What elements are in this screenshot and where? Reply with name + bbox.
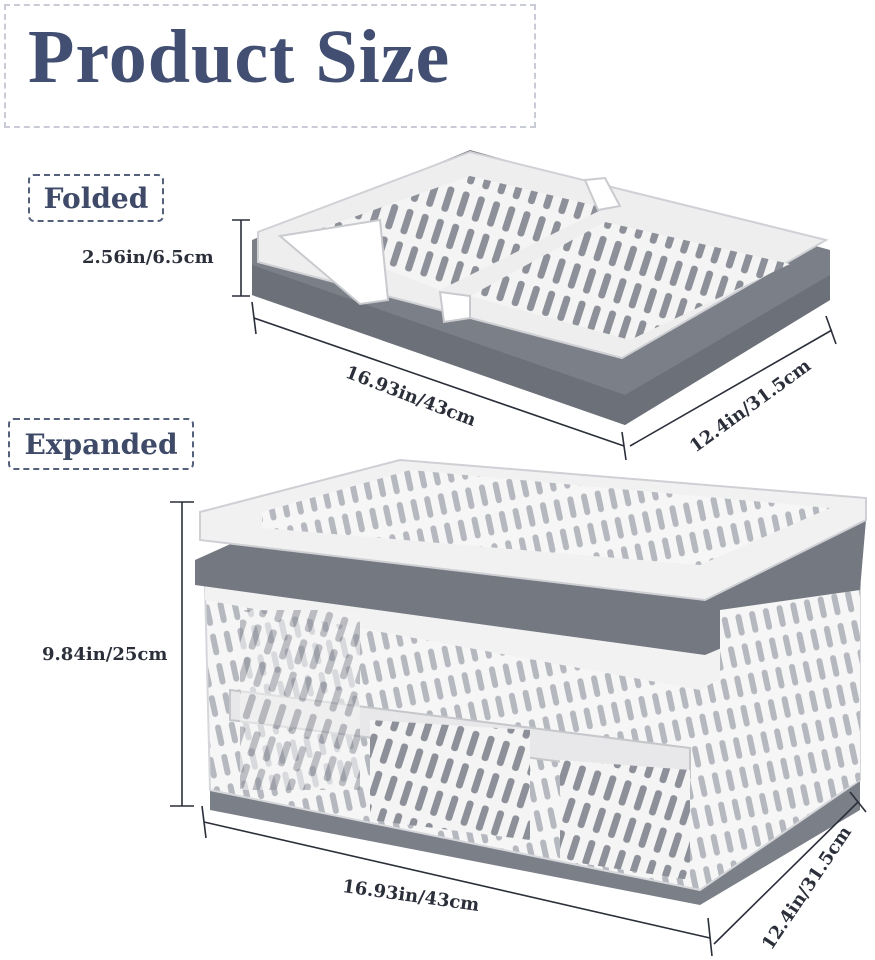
- page-title: Product Size: [28, 15, 451, 99]
- folded-label: Folded: [28, 174, 164, 222]
- folded-basket: [252, 150, 830, 425]
- expanded-height-label: 9.84in/25cm: [42, 644, 168, 665]
- expanded-label: Expanded: [8, 418, 194, 470]
- folded-height-label: 2.56in/6.5cm: [82, 247, 214, 268]
- expanded-basket: [195, 458, 867, 905]
- dimension-lines: [170, 219, 867, 957]
- title-banner: Product Size Product Size: [4, 4, 536, 128]
